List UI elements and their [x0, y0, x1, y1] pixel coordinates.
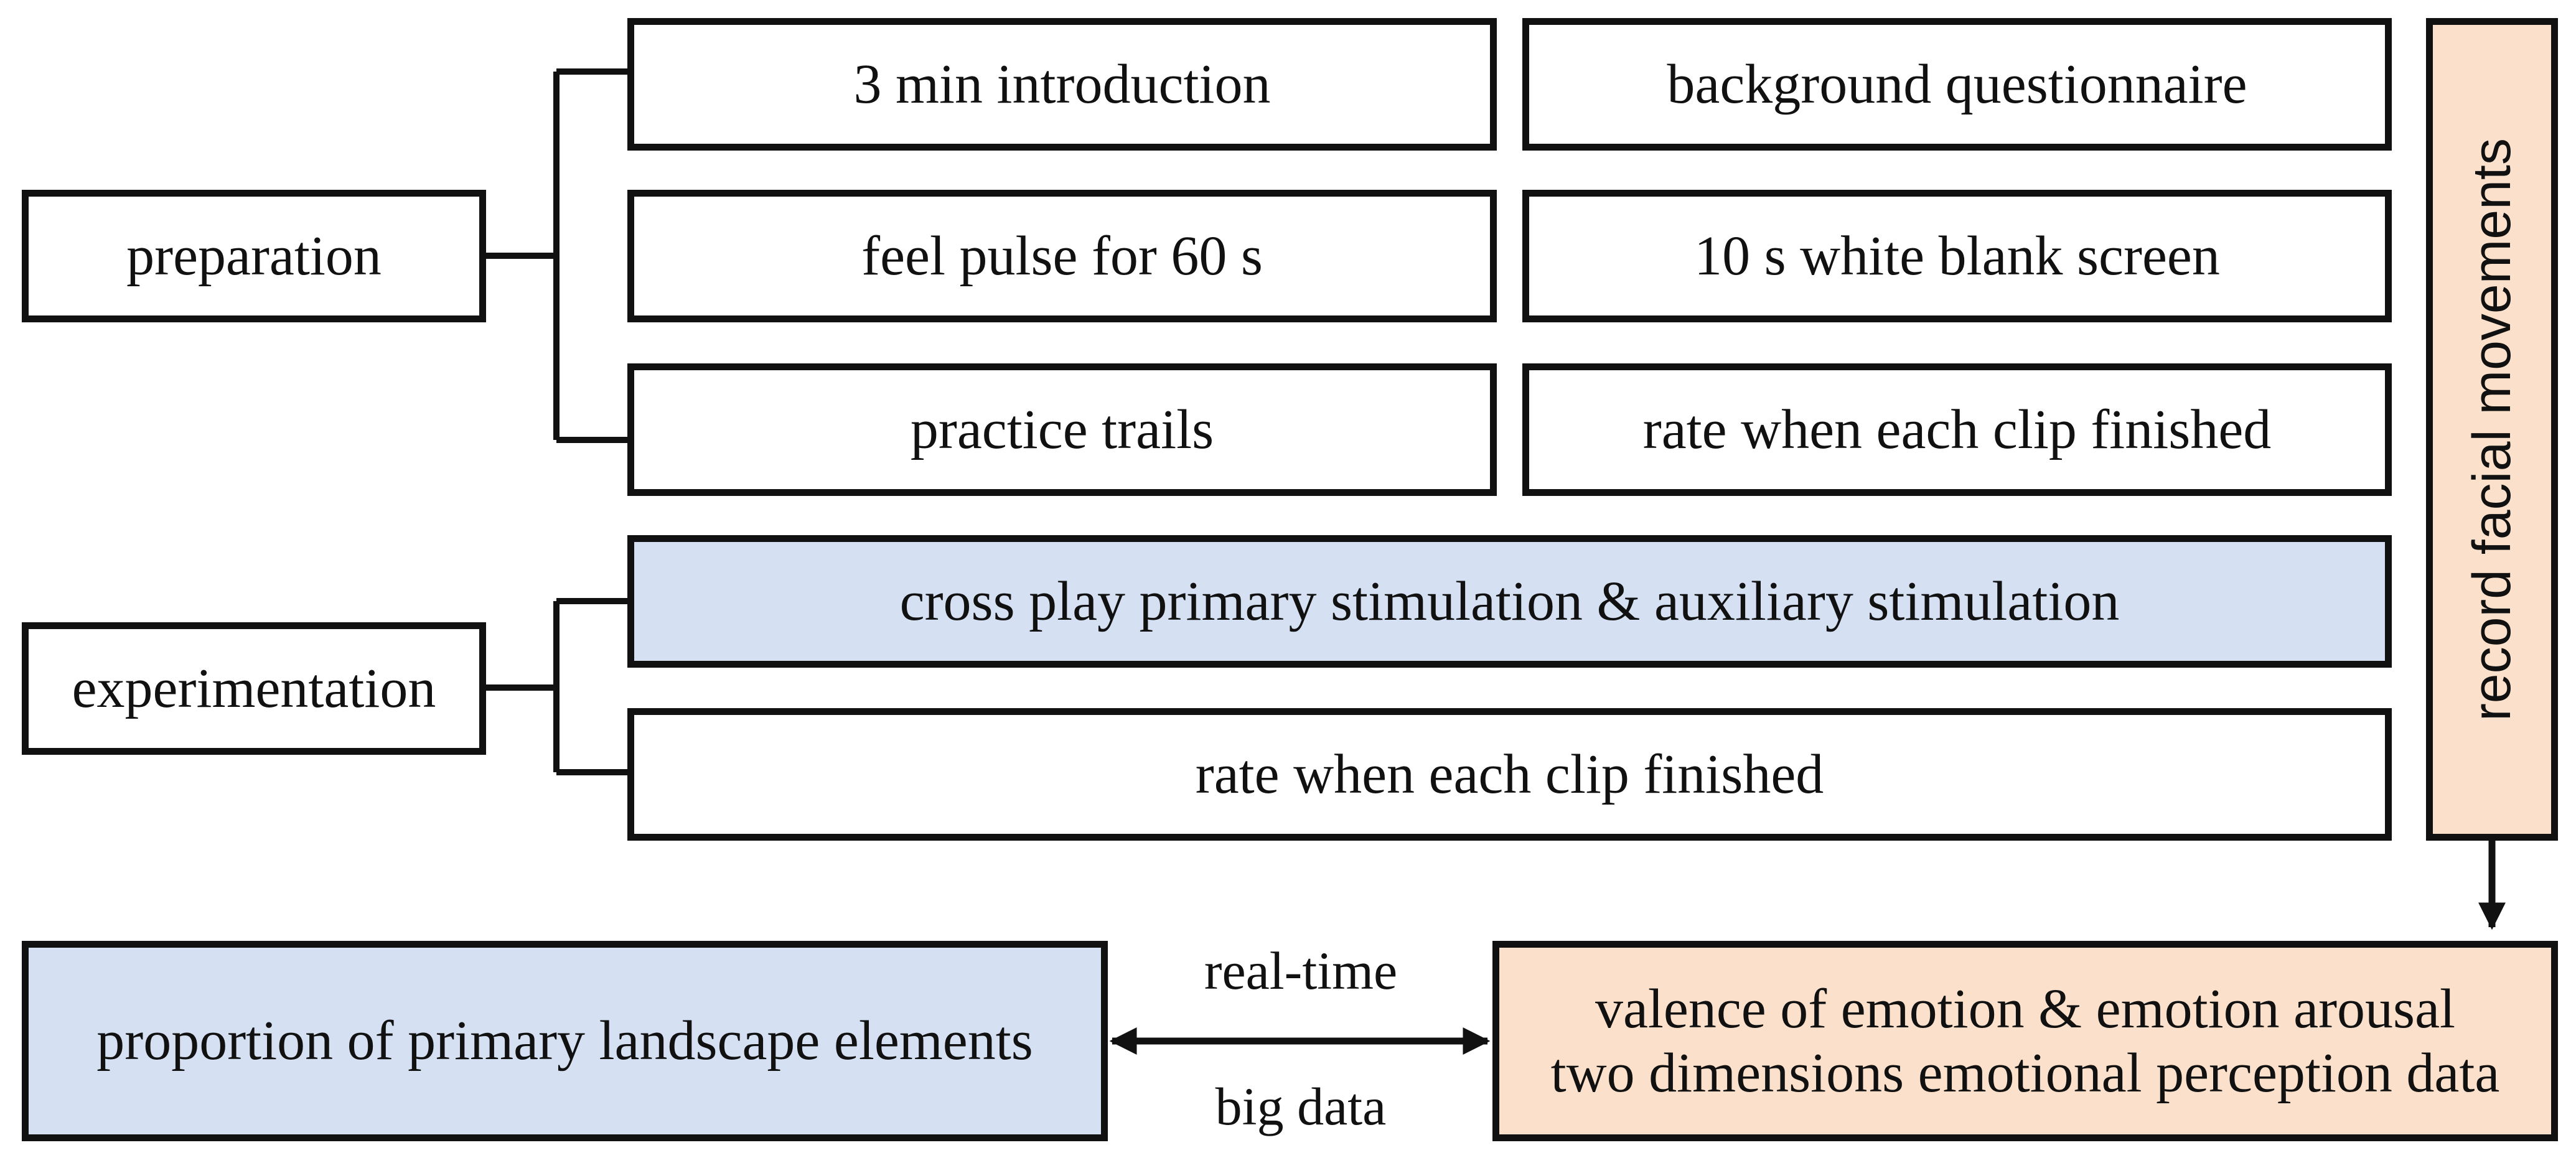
emotion-line-2: two dimensions emotional perception data — [1550, 1042, 2500, 1104]
step-practice-label: practice trails — [910, 398, 1214, 460]
step-rate-experiment: rate when each clip finished — [627, 708, 2392, 841]
bigdata-label: big data — [1215, 1077, 1387, 1136]
realtime-label: real-time — [1204, 941, 1398, 1001]
step-cross-play-label: cross play primary stimulation & auxilia… — [899, 570, 2120, 632]
landscape-label: proportion of primary landscape elements — [96, 1010, 1033, 1072]
step-practice: practice trails — [627, 363, 1497, 496]
step-blank-screen-label: 10 s white blank screen — [1694, 225, 2220, 287]
experimentation-box: experimentation — [22, 622, 486, 755]
preparation-label: preparation — [126, 225, 382, 287]
emotion-line-1: valence of emotion & emotion arousal — [1595, 978, 2456, 1040]
step-questionnaire: background questionnaire — [1522, 18, 2392, 151]
step-rate-practice-label: rate when each clip finished — [1642, 398, 2272, 460]
experimentation-label: experimentation — [72, 657, 436, 719]
step-rate-experiment-label: rate when each clip finished — [1195, 743, 1824, 805]
record-label: record facial movements — [2461, 138, 2522, 721]
preparation-bracket — [486, 68, 627, 443]
step-intro: 3 min introduction — [627, 18, 1497, 151]
record-box: record facial movements — [2426, 18, 2558, 841]
step-questionnaire-label: background questionnaire — [1667, 53, 2247, 115]
step-cross-play: cross play primary stimulation & auxilia… — [627, 535, 2392, 668]
preparation-box: preparation — [22, 190, 486, 322]
step-pulse-label: feel pulse for 60 s — [861, 225, 1263, 287]
step-pulse: feel pulse for 60 s — [627, 190, 1497, 322]
emotion-box: valence of emotion & emotion arousal two… — [1492, 941, 2558, 1141]
experimentation-bracket — [486, 598, 627, 775]
step-rate-practice: rate when each clip finished — [1522, 363, 2392, 496]
step-blank-screen: 10 s white blank screen — [1522, 190, 2392, 322]
landscape-box: proportion of primary landscape elements — [22, 941, 1108, 1141]
step-intro-label: 3 min introduction — [853, 53, 1271, 115]
